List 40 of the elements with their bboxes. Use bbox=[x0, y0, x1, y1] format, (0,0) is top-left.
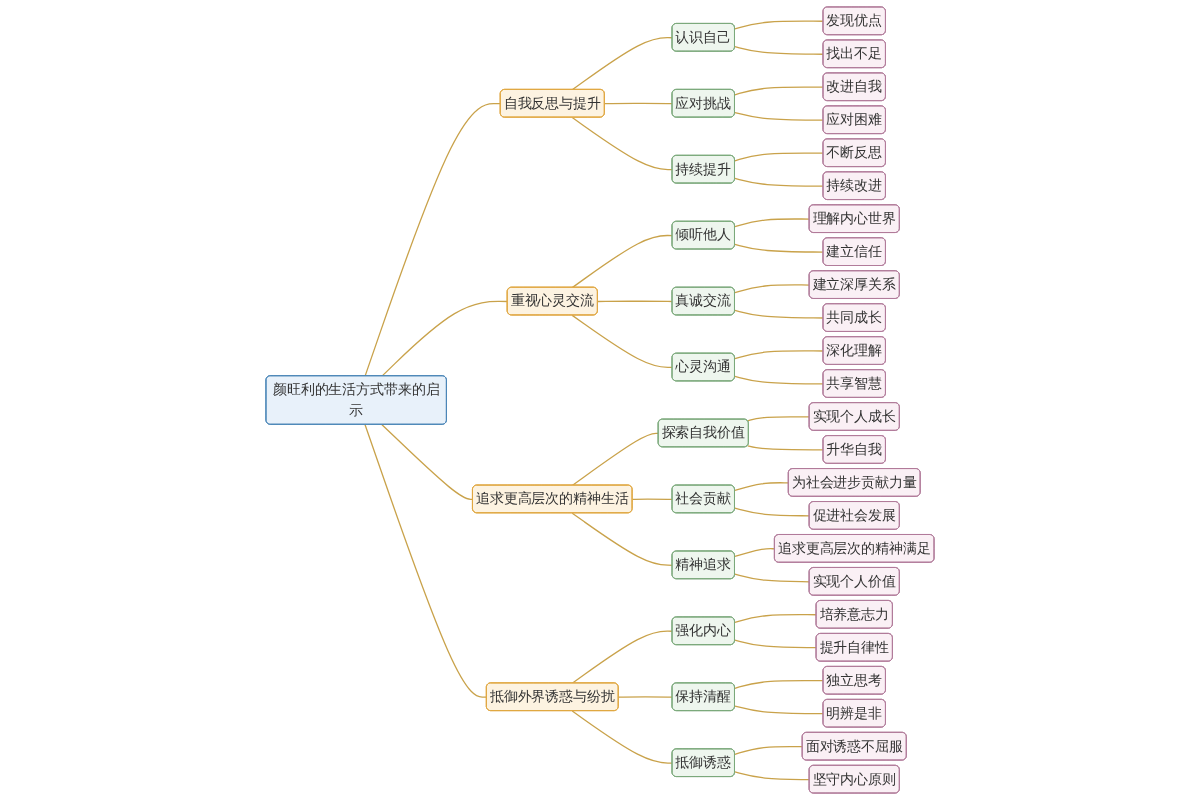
connector bbox=[618, 696, 674, 698]
connector bbox=[734, 309, 825, 319]
connector bbox=[571, 432, 660, 487]
connector bbox=[571, 234, 674, 289]
connector bbox=[734, 45, 825, 55]
connector bbox=[381, 300, 509, 377]
connector bbox=[747, 416, 811, 422]
connector bbox=[734, 482, 790, 492]
connector bbox=[734, 548, 776, 558]
connector bbox=[631, 498, 674, 500]
connector bbox=[734, 705, 825, 715]
connector bbox=[597, 300, 674, 303]
connector bbox=[571, 710, 674, 764]
connector bbox=[381, 424, 474, 500]
connector bbox=[364, 102, 502, 377]
connector bbox=[571, 512, 674, 566]
connector bbox=[734, 745, 804, 755]
connector bbox=[571, 314, 674, 369]
connector bbox=[734, 152, 825, 162]
connector bbox=[734, 284, 811, 294]
connector bbox=[747, 445, 825, 451]
connector bbox=[734, 111, 825, 121]
connector bbox=[734, 243, 825, 253]
connector bbox=[734, 86, 825, 96]
connector bbox=[734, 771, 811, 781]
connector bbox=[734, 20, 825, 30]
connector bbox=[734, 614, 818, 624]
connector bbox=[604, 102, 674, 105]
connector bbox=[571, 116, 674, 171]
connector bbox=[734, 679, 825, 689]
connector bbox=[734, 639, 818, 649]
connector bbox=[734, 573, 811, 583]
connector bbox=[734, 177, 825, 187]
connector bbox=[734, 507, 811, 517]
connector bbox=[571, 37, 674, 91]
connector bbox=[571, 630, 674, 684]
connector bbox=[734, 350, 825, 360]
connector bbox=[364, 424, 488, 698]
connector bbox=[734, 218, 811, 228]
connector bbox=[734, 375, 825, 385]
